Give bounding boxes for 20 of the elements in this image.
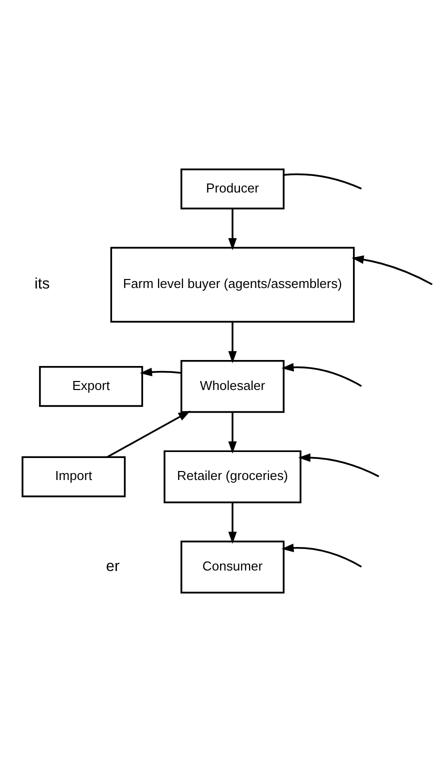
node-box: Farm level buyer (agents/assemblers) bbox=[110, 246, 355, 322]
arrow bbox=[298, 452, 380, 477]
node-box: Consumer bbox=[180, 540, 285, 594]
node-box: Wholesaler bbox=[180, 360, 285, 412]
node-box: Producer bbox=[180, 168, 285, 209]
node-box: Retailer (groceries) bbox=[164, 450, 302, 503]
label: er bbox=[106, 558, 120, 575]
arrow bbox=[281, 543, 362, 567]
arrow bbox=[228, 208, 237, 250]
connector bbox=[284, 172, 362, 189]
arrow bbox=[352, 254, 433, 285]
node-box: Import bbox=[22, 456, 126, 497]
arrow bbox=[140, 367, 182, 376]
node-box: Export bbox=[39, 365, 144, 406]
arrow bbox=[106, 410, 191, 458]
arrow bbox=[228, 412, 237, 454]
arrow bbox=[228, 321, 237, 363]
arrow bbox=[228, 502, 237, 544]
arrow bbox=[281, 362, 362, 386]
label: its bbox=[34, 275, 50, 292]
